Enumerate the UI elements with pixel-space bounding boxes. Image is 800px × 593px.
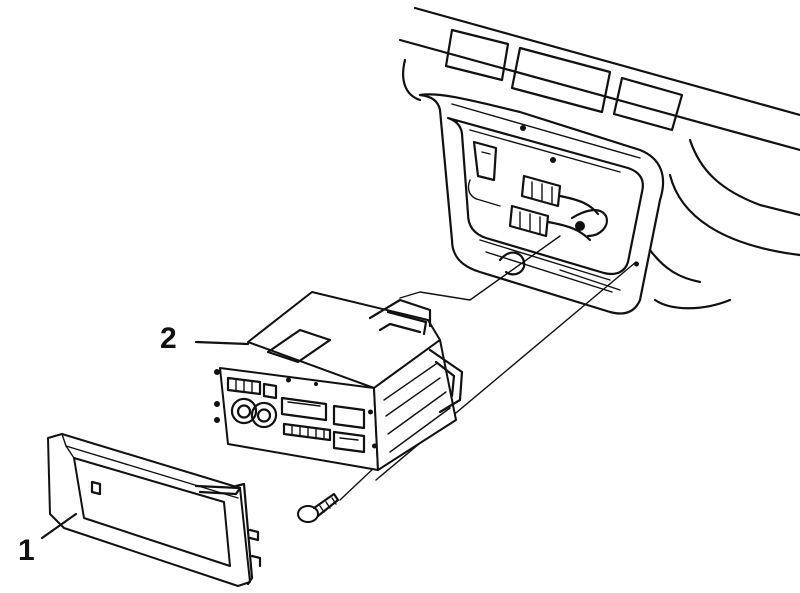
radio-button-row-top xyxy=(226,376,262,396)
radio-display xyxy=(280,396,328,422)
radio-opening-frame xyxy=(418,93,665,315)
radio-side-bracket xyxy=(428,348,464,414)
radio-tuning-knob xyxy=(250,401,278,429)
radio-volume-knob xyxy=(230,397,258,425)
dash-vent-left xyxy=(444,28,510,82)
mount-bracket-left xyxy=(472,140,498,182)
callout-leader-2 xyxy=(194,340,250,346)
connector-lower xyxy=(508,204,550,238)
callout-leader-1 xyxy=(40,512,78,540)
dash-vent-center xyxy=(510,46,612,114)
trim-bezel xyxy=(47,433,262,587)
callout-label-1: 1 xyxy=(18,534,35,567)
dash-vent-right xyxy=(612,76,684,132)
radio-preset-buttons xyxy=(282,422,332,442)
antenna-lead xyxy=(570,209,608,238)
radio-unit xyxy=(214,291,464,471)
connector-upper xyxy=(520,174,562,208)
callout-label-2: 2 xyxy=(160,322,177,355)
trim-bezel-opening xyxy=(73,457,231,567)
mounting-screw xyxy=(297,492,340,523)
callout-leaders xyxy=(40,340,250,540)
dashboard xyxy=(398,6,800,315)
